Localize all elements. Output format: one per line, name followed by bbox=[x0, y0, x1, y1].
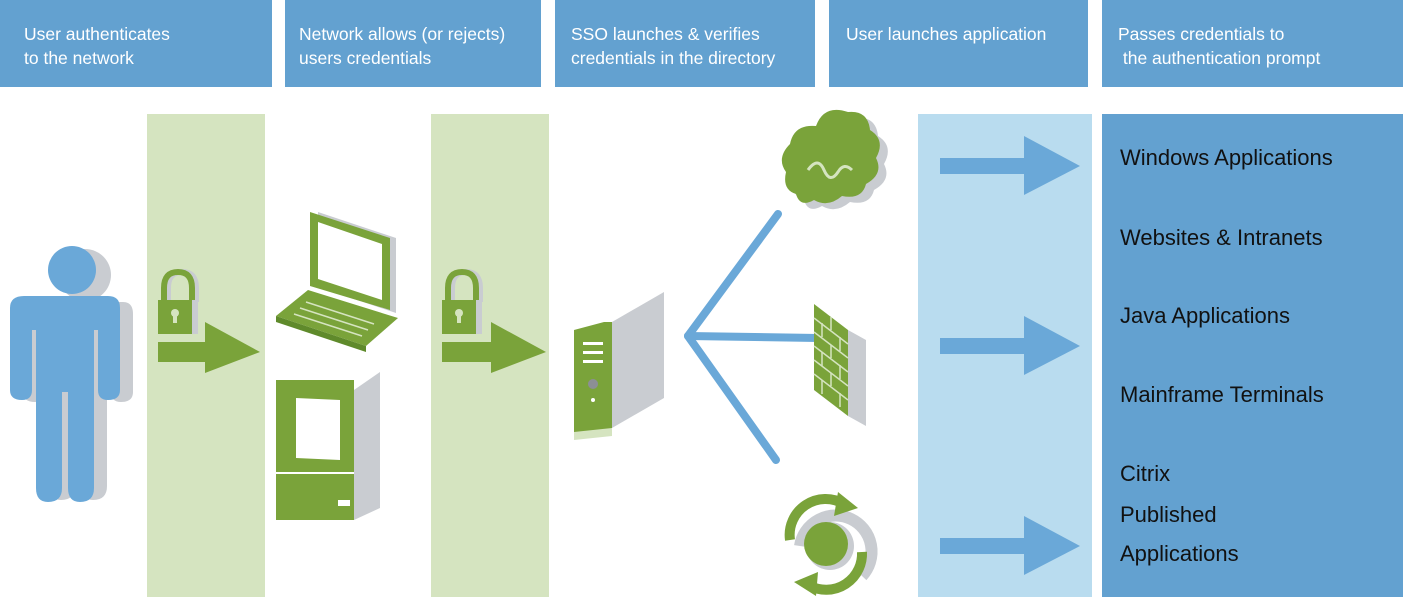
step-5-line-1: Passes credentials to bbox=[1118, 24, 1285, 44]
arrow-right-icon bbox=[940, 516, 1080, 575]
step-2-line-1: Network allows (or rejects) bbox=[299, 24, 506, 44]
arrow-right-icon bbox=[940, 136, 1080, 195]
target-windows-applications: Windows Applications bbox=[1120, 145, 1333, 170]
connector-lines bbox=[684, 210, 822, 464]
firewall-icon bbox=[813, 304, 866, 426]
target-mainframe-terminals: Mainframe Terminals bbox=[1120, 382, 1324, 407]
desktop-computer-icon bbox=[276, 372, 380, 520]
sso-server-icon bbox=[574, 292, 664, 440]
step-3-line-1: SSO launches & verifies bbox=[571, 24, 760, 44]
step-1-header: User authenticates to the network bbox=[0, 0, 272, 87]
cloud-icon bbox=[781, 109, 888, 210]
lock-icon bbox=[158, 268, 199, 334]
target-citrix-line-1: Citrix bbox=[1120, 461, 1171, 486]
user-person-icon bbox=[10, 246, 133, 502]
step-1-line-1: User authenticates bbox=[24, 24, 170, 44]
target-websites-intranets: Websites & Intranets bbox=[1120, 225, 1323, 250]
credential-pass-band bbox=[918, 114, 1092, 597]
target-citrix-line-3: Applications bbox=[1120, 541, 1239, 566]
step-5-line-2: the authentication prompt bbox=[1118, 48, 1321, 68]
arrow-right-icon bbox=[158, 322, 260, 373]
target-java-applications: Java Applications bbox=[1120, 303, 1290, 328]
step-2-header: Network allows (or rejects) users creden… bbox=[285, 0, 541, 87]
step-3-header: SSO launches & verifies credentials in t… bbox=[555, 0, 815, 87]
step-4-header: User launches application bbox=[829, 0, 1088, 87]
step-4-line-1: User launches application bbox=[846, 24, 1047, 44]
step-2-line-2: users credentials bbox=[299, 48, 432, 68]
target-applications-panel: Windows Applications Websites & Intranet… bbox=[1102, 114, 1403, 597]
step-3-line-2: credentials in the directory bbox=[571, 48, 776, 68]
step-5-header: Passes credentials to the authentication… bbox=[1102, 0, 1403, 87]
step-1-line-2: to the network bbox=[24, 48, 134, 68]
laptop-icon bbox=[276, 212, 398, 352]
arrow-right-icon bbox=[442, 322, 546, 373]
arrow-right-icon bbox=[940, 316, 1080, 375]
lock-icon bbox=[442, 268, 483, 334]
sync-refresh-icon bbox=[784, 492, 878, 596]
target-citrix-line-2: Published bbox=[1120, 502, 1217, 527]
